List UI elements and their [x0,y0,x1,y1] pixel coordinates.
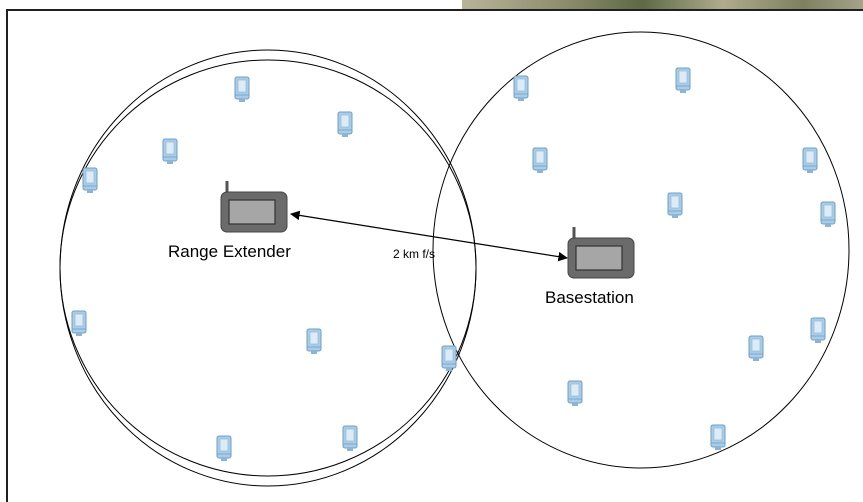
basestation-label: Basestation [545,288,634,307]
basestation-device-icon [566,225,636,280]
sensor-icon [337,111,353,138]
sensor-icon [342,425,358,452]
sensor-icon [567,380,583,407]
coverage-circle-basestation [432,31,850,469]
sensor-icon [820,201,836,228]
sensor-icon [162,138,178,165]
sensor-icon [441,345,457,372]
sensor-icon [748,335,764,362]
link-distance-label: 2 km f/s [393,247,435,261]
sensor-icon [710,424,726,451]
sensor-icon [82,167,98,194]
coverage-circle-range-extender-shape [59,49,477,487]
link-arrow [290,210,568,262]
sensor-icon [513,75,529,102]
sensor-icon [810,317,826,344]
sensor-icon [802,147,818,174]
range-extender-label: Range Extender [168,242,291,261]
sensor-icon [234,76,250,103]
sensor-icon [306,328,322,355]
sensor-icon [71,310,87,337]
sensor-icon [675,67,691,94]
sensor-icon [532,147,548,174]
sensor-icon [216,435,232,462]
sensor-icon [667,192,683,219]
